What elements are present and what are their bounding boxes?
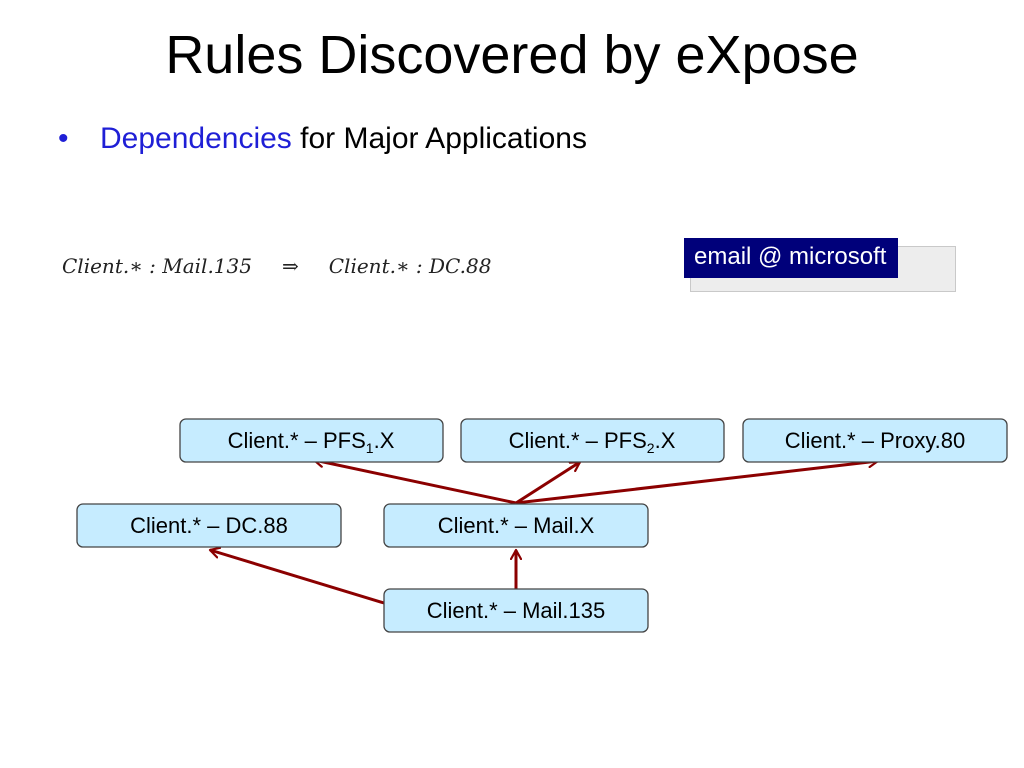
node-pfs1-label: Client.* – PFS1.X bbox=[228, 428, 395, 456]
node-proxy: Client.* – Proxy.80 bbox=[742, 418, 1008, 463]
edge-mail135-to-dc bbox=[210, 550, 385, 605]
bullet-item: • Dependencies for Major Applications bbox=[58, 122, 587, 156]
rule-lhs: Client.∗ : Mail.135 bbox=[62, 254, 252, 278]
node-mail135: Client.* – Mail.135 bbox=[383, 588, 649, 633]
rule-rhs: Client.∗ : DC.88 bbox=[328, 254, 492, 278]
dataset-tag: email @ microsoft bbox=[684, 238, 956, 292]
node-dc-label: Client.* – DC.88 bbox=[130, 513, 288, 538]
node-proxy-label: Client.* – Proxy.80 bbox=[785, 428, 966, 453]
node-mailx-label: Client.* – Mail.X bbox=[438, 513, 595, 538]
implies-arrow-icon: ⇒ bbox=[281, 254, 299, 278]
node-mail135-label: Client.* – Mail.135 bbox=[427, 598, 606, 623]
slide-title: Rules Discovered by eXpose bbox=[165, 25, 859, 85]
node-pfs1: Client.* – PFS1.X bbox=[179, 418, 444, 463]
edge-mailx-to-pfs1 bbox=[314, 460, 517, 505]
node-dc: Client.* – DC.88 bbox=[76, 503, 342, 548]
bullet-dot-icon: • bbox=[58, 122, 69, 155]
node-pfs2: Client.* – PFS2.X bbox=[460, 418, 725, 463]
bullet-highlight-text: Dependencies bbox=[100, 122, 292, 155]
node-pfs2-label: Client.* – PFS2.X bbox=[509, 428, 676, 456]
bullet-rest-text: for Major Applications bbox=[291, 122, 587, 155]
edge-mailx-to-proxy bbox=[515, 461, 878, 505]
edge-mailx-to-pfs2 bbox=[515, 460, 580, 505]
rule-formula: Client.∗ : Mail.135 ⇒ Client.∗ : DC.88 bbox=[62, 254, 491, 278]
dataset-tag-label: email @ microsoft bbox=[684, 238, 899, 278]
node-mailx: Client.* – Mail.X bbox=[383, 503, 649, 548]
